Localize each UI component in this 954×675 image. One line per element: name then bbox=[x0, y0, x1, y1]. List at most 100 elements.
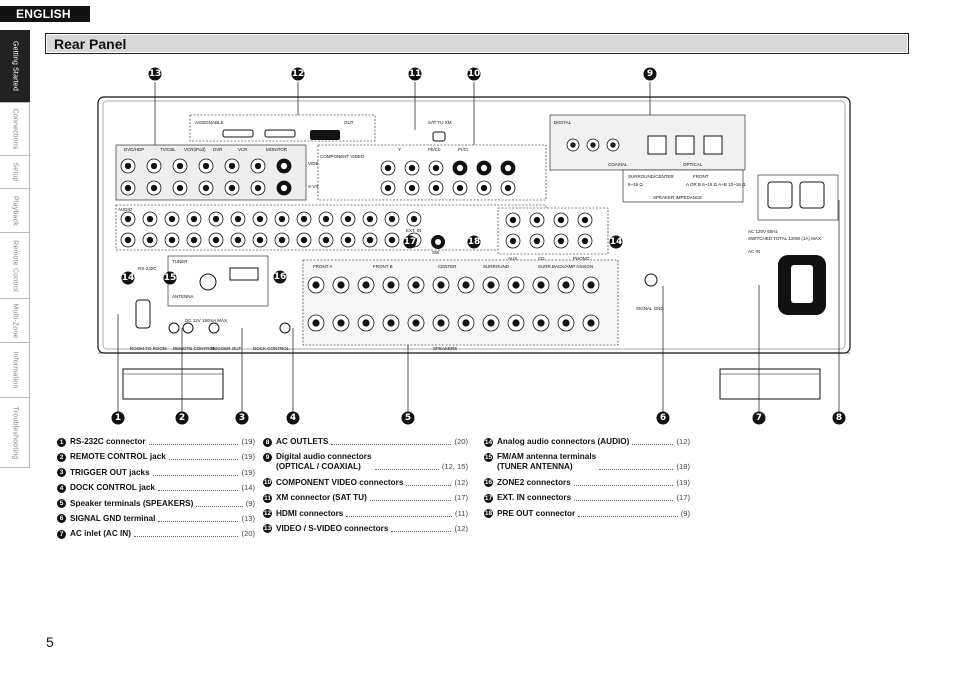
optical-jack[interactable] bbox=[675, 135, 695, 155]
label-front-b: FRONT B bbox=[373, 264, 393, 269]
legend-number-badge: 2 bbox=[57, 452, 66, 462]
legend-page-ref: (20) bbox=[454, 437, 468, 446]
foot-left bbox=[122, 368, 224, 400]
coaxial-jack-center bbox=[590, 142, 596, 148]
label-speakers: SPEAKERS bbox=[433, 346, 457, 351]
legend-number-badge: 15 bbox=[484, 452, 493, 462]
nav-label: Getting Started bbox=[11, 40, 19, 92]
label-center: CENTER bbox=[438, 264, 457, 269]
optical-jack[interactable] bbox=[703, 135, 723, 155]
am-antenna-terminal[interactable] bbox=[229, 267, 259, 281]
nav-item-setup[interactable]: Setup bbox=[0, 156, 30, 189]
trigger-out-jack[interactable] bbox=[208, 322, 220, 334]
callout-marker: 4 bbox=[286, 411, 300, 425]
label-ac-120v: AC 120V 60Hz bbox=[748, 229, 779, 234]
svg-text:15: 15 bbox=[164, 273, 177, 283]
label-signal-gnd: SIGNAL GND bbox=[636, 306, 664, 311]
callout-marker: 2 bbox=[175, 411, 189, 425]
nav-item-playback[interactable]: Playback bbox=[0, 189, 30, 233]
label-audio: AUDIO bbox=[118, 207, 133, 212]
xm-connector[interactable] bbox=[432, 131, 446, 142]
nav-item-connections[interactable]: Connections bbox=[0, 103, 30, 156]
video-jack-center bbox=[150, 162, 158, 170]
hdmi-out[interactable] bbox=[310, 130, 340, 140]
hdmi-in-1[interactable] bbox=[222, 129, 254, 138]
speaker-terminal-center bbox=[412, 319, 420, 327]
label-phono: PHONO bbox=[573, 256, 590, 261]
legend-number-badge: 10 bbox=[263, 478, 272, 488]
speaker-terminal-center bbox=[587, 281, 595, 289]
nav-label: Connections bbox=[11, 108, 19, 150]
label-tv-cbl: TV/CBL bbox=[160, 147, 176, 152]
legend-name: FM/AM antenna terminals (TUNER ANTENNA) bbox=[497, 452, 597, 472]
speaker-terminal-center bbox=[387, 281, 395, 289]
legend-number-badge: 6 bbox=[57, 514, 66, 524]
legend-page-ref: (11) bbox=[455, 508, 468, 518]
dock-control-jack[interactable] bbox=[279, 322, 291, 334]
s-video-jack-center bbox=[280, 184, 288, 192]
audio-jack-center bbox=[322, 215, 330, 223]
signal-gnd-terminal[interactable] bbox=[644, 273, 658, 287]
speaker-terminal-center bbox=[487, 319, 495, 327]
audio-jack-center bbox=[124, 236, 132, 244]
nav-item-getting-started[interactable]: Getting Started bbox=[0, 30, 30, 103]
legend-name: AC inlet (AC IN) bbox=[70, 529, 131, 539]
component-video-jack-center bbox=[432, 164, 440, 172]
label-optical: OPTICAL bbox=[683, 162, 703, 167]
remote-control-jack[interactable] bbox=[168, 322, 180, 334]
legend-page-ref: (12) bbox=[676, 437, 690, 446]
nav-item-troubleshooting[interactable]: Troubleshooting bbox=[0, 398, 30, 468]
callout-marker: 3 bbox=[235, 411, 249, 425]
remote-control-jack-2[interactable] bbox=[182, 322, 194, 334]
audio-jack-center bbox=[533, 216, 541, 224]
speaker-terminal-center bbox=[537, 319, 545, 327]
nav-item-multi-zone[interactable]: Multi-Zone bbox=[0, 299, 30, 343]
legend-number-badge: 14 bbox=[484, 437, 493, 447]
callout-marker: 15 bbox=[163, 271, 177, 285]
fm-antenna-jack[interactable] bbox=[199, 273, 217, 291]
legend-name: Speaker terminals (SPEAKERS) bbox=[70, 498, 194, 508]
label-video: VIDEO bbox=[308, 161, 323, 166]
speaker-terminal-center bbox=[312, 281, 320, 289]
audio-jack-center bbox=[168, 215, 176, 223]
rs-232c-connector[interactable] bbox=[135, 299, 151, 329]
component-video-jack-center bbox=[408, 164, 416, 172]
svg-text:2: 2 bbox=[179, 413, 185, 423]
audio-jack-center bbox=[256, 236, 264, 244]
video-jack-center bbox=[176, 162, 184, 170]
speaker-terminal-center bbox=[537, 281, 545, 289]
label-pr-cr: Pr/Cr bbox=[458, 147, 469, 152]
audio-jack-center bbox=[557, 216, 565, 224]
legend-name: AC OUTLETS bbox=[276, 437, 329, 446]
legend-page-ref: (19) bbox=[241, 437, 255, 446]
callout-marker: 13 bbox=[148, 67, 162, 81]
svg-text:18: 18 bbox=[468, 237, 481, 247]
speaker-terminal-center bbox=[412, 281, 420, 289]
callout-marker: 6 bbox=[656, 411, 670, 425]
nav-label: Remote Control bbox=[11, 239, 19, 292]
audio-jack-center bbox=[300, 236, 308, 244]
nav-item-remote-control[interactable]: Remote Control bbox=[0, 233, 30, 299]
nav-item-information[interactable]: Information bbox=[0, 343, 30, 398]
ac-outlet-1[interactable] bbox=[767, 181, 793, 209]
audio-jack-center bbox=[366, 215, 374, 223]
ac-outlet-2[interactable] bbox=[799, 181, 825, 209]
hdmi-in-2[interactable] bbox=[264, 129, 296, 138]
component-video-jack-center bbox=[408, 184, 416, 192]
audio-jack-center bbox=[124, 215, 132, 223]
nav-label: Troubleshooting bbox=[11, 406, 19, 459]
legend-number-badge: 17 bbox=[484, 493, 493, 503]
optical-jack[interactable] bbox=[647, 135, 667, 155]
label-ext-in: EXT. IN bbox=[406, 228, 421, 233]
s-video-jack-center bbox=[202, 184, 210, 192]
legend-page-ref: (14) bbox=[241, 483, 255, 493]
legend-name: PRE OUT connector bbox=[497, 508, 576, 518]
label-speaker-impedance: SPEAKER IMPEDANCE bbox=[653, 195, 702, 200]
